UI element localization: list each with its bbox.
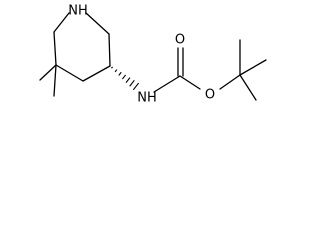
ring-nh-label: NH <box>68 4 88 19</box>
hashed-wedge-bond <box>111 66 140 91</box>
bond-tbu-methyl-bottom <box>239 74 257 101</box>
bond-n1-c2 <box>53 12 70 33</box>
hash-line <box>129 80 135 87</box>
hash-line <box>111 66 113 69</box>
ester-oxygen-label: O <box>205 88 215 103</box>
bond-c6-n1 <box>85 12 110 35</box>
bond-c5-c6 <box>108 33 111 67</box>
hash-line <box>125 77 131 83</box>
hash-line <box>118 71 122 76</box>
bond-c3-methyl-a <box>39 64 57 81</box>
bond-nh-carbonyl <box>153 75 181 93</box>
bond-c4-c5 <box>82 65 111 82</box>
bond-ester-o-tbu <box>219 74 241 90</box>
amide-nh-label: NH <box>137 91 157 106</box>
hash-line <box>121 74 127 80</box>
bond-c3-methyl-b <box>53 64 57 97</box>
hash-line <box>132 82 140 91</box>
bond-c3-c4 <box>55 64 84 82</box>
bond-c2-c3 <box>53 31 57 66</box>
bond-tbu-methyl-right <box>239 59 267 76</box>
hash-line <box>114 69 118 73</box>
chemical-structure-diagram: NH NH O O <box>39 4 267 106</box>
carbonyl-oxygen-label: O <box>175 33 185 48</box>
bond-carbonyl-ester-o <box>179 75 201 90</box>
